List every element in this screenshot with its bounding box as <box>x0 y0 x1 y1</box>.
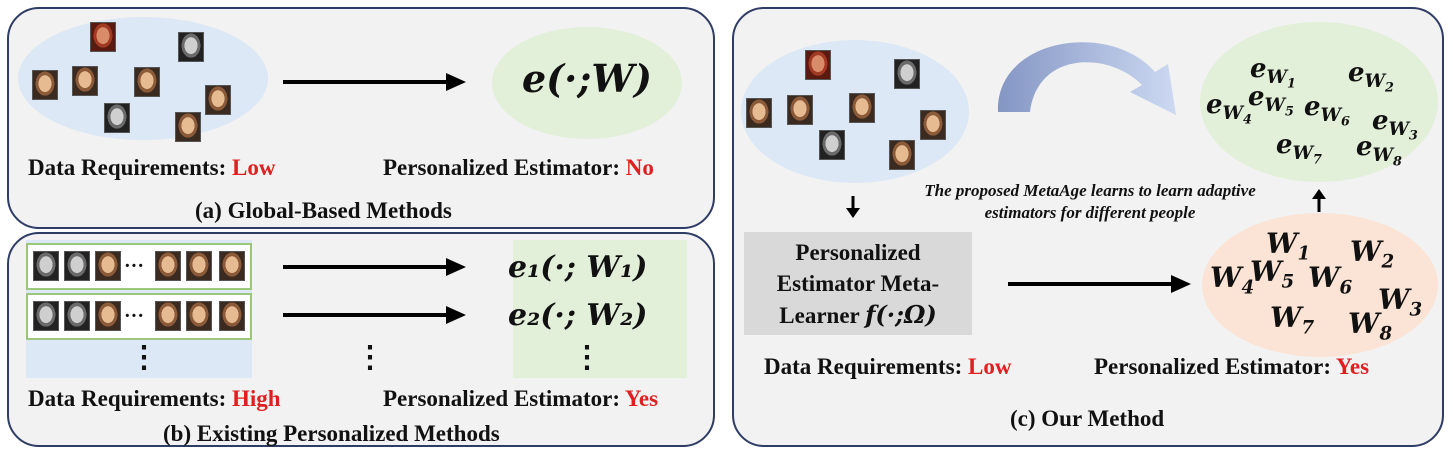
subscript-label: eW1 <box>1250 54 1296 92</box>
face-thumbnail <box>155 301 181 331</box>
face-thumbnail <box>32 70 58 100</box>
face-thumbnail <box>155 251 181 281</box>
data-requirements-b: Data Requirements: High <box>28 386 281 412</box>
subscript-label: W4 <box>1210 261 1255 299</box>
meta-learner-function: f(·;Ω) <box>865 300 937 329</box>
column-ellipsis: ⋮ <box>355 341 385 374</box>
column-ellipsis: ⋮ <box>129 341 159 374</box>
arrow-right-icon <box>283 258 466 276</box>
meta-learner-line-3: Learner f(·;Ω) <box>744 299 972 331</box>
personalized-estimator-value: Yes <box>624 386 659 411</box>
subscript-label: W2 <box>1350 235 1395 273</box>
face-thumbnail <box>920 110 946 140</box>
arrow-right-icon <box>283 73 466 91</box>
row-ellipsis: ··· <box>124 255 145 277</box>
data-requirements-value: Low <box>968 354 1012 379</box>
meta-learner-line-1: Personalized <box>795 240 921 265</box>
global-estimator-ellipse <box>492 27 682 139</box>
global-estimator-label: e(·;W) <box>521 56 653 101</box>
subscript-label: W6 <box>1308 261 1353 299</box>
face-thumbnail <box>849 93 875 123</box>
arrow-up-icon <box>1312 189 1326 212</box>
data-requirements-a: Data Requirements: Low <box>28 155 275 181</box>
data-requirements-label: Data Requirements: <box>28 155 232 180</box>
caption-b: (b) Existing Personalized Methods <box>163 421 500 446</box>
personalized-estimator-label: Personalized Estimator: <box>383 155 626 180</box>
face-thumbnail <box>805 50 831 80</box>
caption-c: (c) Our Method <box>1010 406 1165 431</box>
subscript-label: eW2 <box>1348 58 1394 96</box>
face-thumbnail <box>219 301 245 331</box>
face-thumbnail <box>889 140 915 170</box>
estimator-2: e₂(·; W₂) <box>508 298 648 333</box>
face-thumbnail <box>104 103 130 133</box>
face-thumbnail <box>134 67 160 97</box>
data-requirements-c: Data Requirements: Low <box>764 354 1011 380</box>
face-thumbnail <box>175 112 201 142</box>
personalized-estimator-label: Personalized Estimator: <box>383 386 625 411</box>
meta-learner-line-2: Estimator Meta- <box>776 271 940 296</box>
note-line-2: estimators for different people <box>984 203 1196 222</box>
subscript-label: W3 <box>1378 283 1423 321</box>
row-ellipsis: ··· <box>124 305 145 327</box>
face-thumbnail <box>746 98 772 128</box>
data-requirements-value: High <box>232 386 281 411</box>
personalized-estimator-a: Personalized Estimator: No <box>383 155 654 181</box>
subscript-label: eW5 <box>1248 82 1294 120</box>
data-requirements-label: Data Requirements <box>764 354 955 379</box>
face-row-2 <box>26 293 252 340</box>
personalized-estimator-b: Personalized Estimator: Yes <box>383 386 658 412</box>
subscript-label: eW7 <box>1276 130 1322 168</box>
estimator-1: e₁(·; W₁) <box>508 250 648 285</box>
face-thumbnail <box>95 251 121 281</box>
subscript-label: eW8 <box>1356 132 1402 170</box>
face-thumbnail <box>64 251 90 281</box>
personalized-estimator-label: Personalized Estimator: <box>1094 354 1336 379</box>
face-thumbnail <box>95 301 121 331</box>
arrow-right-icon <box>283 306 466 324</box>
face-thumbnail <box>219 251 245 281</box>
face-thumbnail <box>787 95 813 125</box>
subscript-label: W7 <box>1270 301 1315 339</box>
data-requirements-separator: : <box>954 354 969 379</box>
data-requirements-label: Data Requirements: <box>28 386 232 411</box>
face-thumbnail <box>894 59 920 89</box>
meta-learner-box <box>744 232 972 335</box>
face-thumbnail <box>90 22 116 52</box>
face-thumbnail <box>186 301 212 331</box>
arrow-down-icon <box>846 196 860 218</box>
estimator-strip-background <box>513 240 687 378</box>
face-thumbnail <box>33 301 59 331</box>
subscript-label: eW6 <box>1304 92 1350 130</box>
column-ellipsis: ⋮ <box>572 341 602 374</box>
personalized-estimator-value: Yes <box>1335 354 1370 379</box>
face-thumbnail <box>64 301 90 331</box>
metaage-note: The proposed MetaAge learns to learn ada… <box>880 180 1300 224</box>
meta-learner-line-3-text: Learner <box>779 303 866 328</box>
personalized-estimator-c: Personalized Estimator: Yes <box>1094 354 1369 380</box>
data-requirements-value: Low <box>232 155 276 180</box>
note-line-1: The proposed MetaAge learns to learn ada… <box>924 181 1256 200</box>
subscript-label: eW3 <box>1372 106 1418 144</box>
face-thumbnail <box>819 130 845 160</box>
subscript-label: W5 <box>1250 255 1295 293</box>
face-thumbnail <box>33 251 59 281</box>
subscript-label: W1 <box>1266 227 1311 265</box>
curved-arrow-icon <box>997 42 1176 115</box>
face-row-1 <box>26 243 252 290</box>
caption-a: (a) Global-Based Methods <box>195 198 452 223</box>
weights-ellipse <box>1202 213 1438 357</box>
meta-learner-text: Personalized Estimator Meta- Learner f(·… <box>744 237 972 331</box>
subscript-label: eW4 <box>1206 90 1252 128</box>
arrow-right-icon <box>1008 275 1191 293</box>
face-thumbnail <box>178 32 204 62</box>
face-thumbnail <box>205 85 231 115</box>
subscript-label: W8 <box>1348 307 1393 345</box>
face-thumbnail <box>186 251 212 281</box>
personalized-estimator-value: No <box>625 155 654 180</box>
estimators-ellipse <box>1200 22 1438 182</box>
face-thumbnail <box>72 66 98 96</box>
